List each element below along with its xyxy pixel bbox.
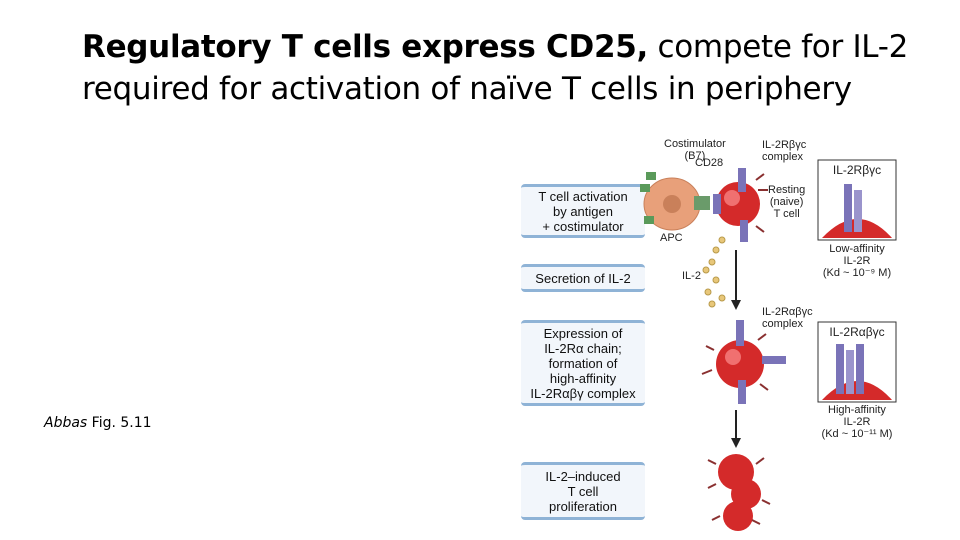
step-activation: T cell activation by antigen + costimula… [521,184,645,238]
il2rbg-receptor [740,220,748,242]
slide-title: Regulatory T cells express CD25, compete… [82,26,942,110]
box1-title: IL-2Rβγc [832,163,882,177]
title-bold: Regulatory T cells express CD25, [82,29,648,65]
label-il2: IL-2 [682,270,701,282]
tcell-highlight [724,190,740,206]
b7-molecule [640,184,650,192]
label-il2rabg-complex: IL-2Rαβγc complex [762,306,813,330]
title-rest: compete for IL-2 [647,29,909,65]
il2rbg-receptor [738,168,746,192]
b7-molecule [644,216,654,224]
il2rabg-receptor [738,380,746,404]
b7-molecule [646,172,656,180]
label-resting: Resting (naive) T cell [768,184,806,220]
title-line2: required for activation of naïve T cells… [82,71,852,107]
il2-molecules [702,236,726,308]
tcell-receptors [755,173,768,233]
label-apc: APC [660,232,683,244]
step-secretion: Secretion of IL-2 [521,264,645,292]
step-proliferation: IL-2–induced T cell proliferation [521,462,645,520]
label-low-affinity: Low-affinity IL-2R (Kd ~ 10⁻⁹ M) [822,243,892,279]
proliferating-tcell [723,501,753,531]
label-costimulator: Costimulator (B7) [664,138,726,162]
label-high-affinity: High-affinity IL-2R (Kd ~ 10⁻¹¹ M) [821,404,893,440]
label-il2rbg-complex: IL-2Rβγc complex [762,139,807,163]
il2rabg-receptor [736,320,744,346]
step-expression: Expression of IL-2Rα chain; formation of… [521,320,645,406]
figure-caption: Abbas Fig. 5.11 [44,415,152,431]
mhc-complex [694,196,710,210]
box2-title: IL-2Rαβγc [829,325,885,339]
cd28-receptor [713,194,721,214]
il2rabg-receptor [762,356,786,364]
label-cd28: CD28 [695,157,724,169]
caption-author: Abbas [44,415,88,431]
il2rabg-box [817,321,897,403]
apc-nucleus [663,195,681,213]
caption-fig: Fig. 5.11 [87,415,152,431]
